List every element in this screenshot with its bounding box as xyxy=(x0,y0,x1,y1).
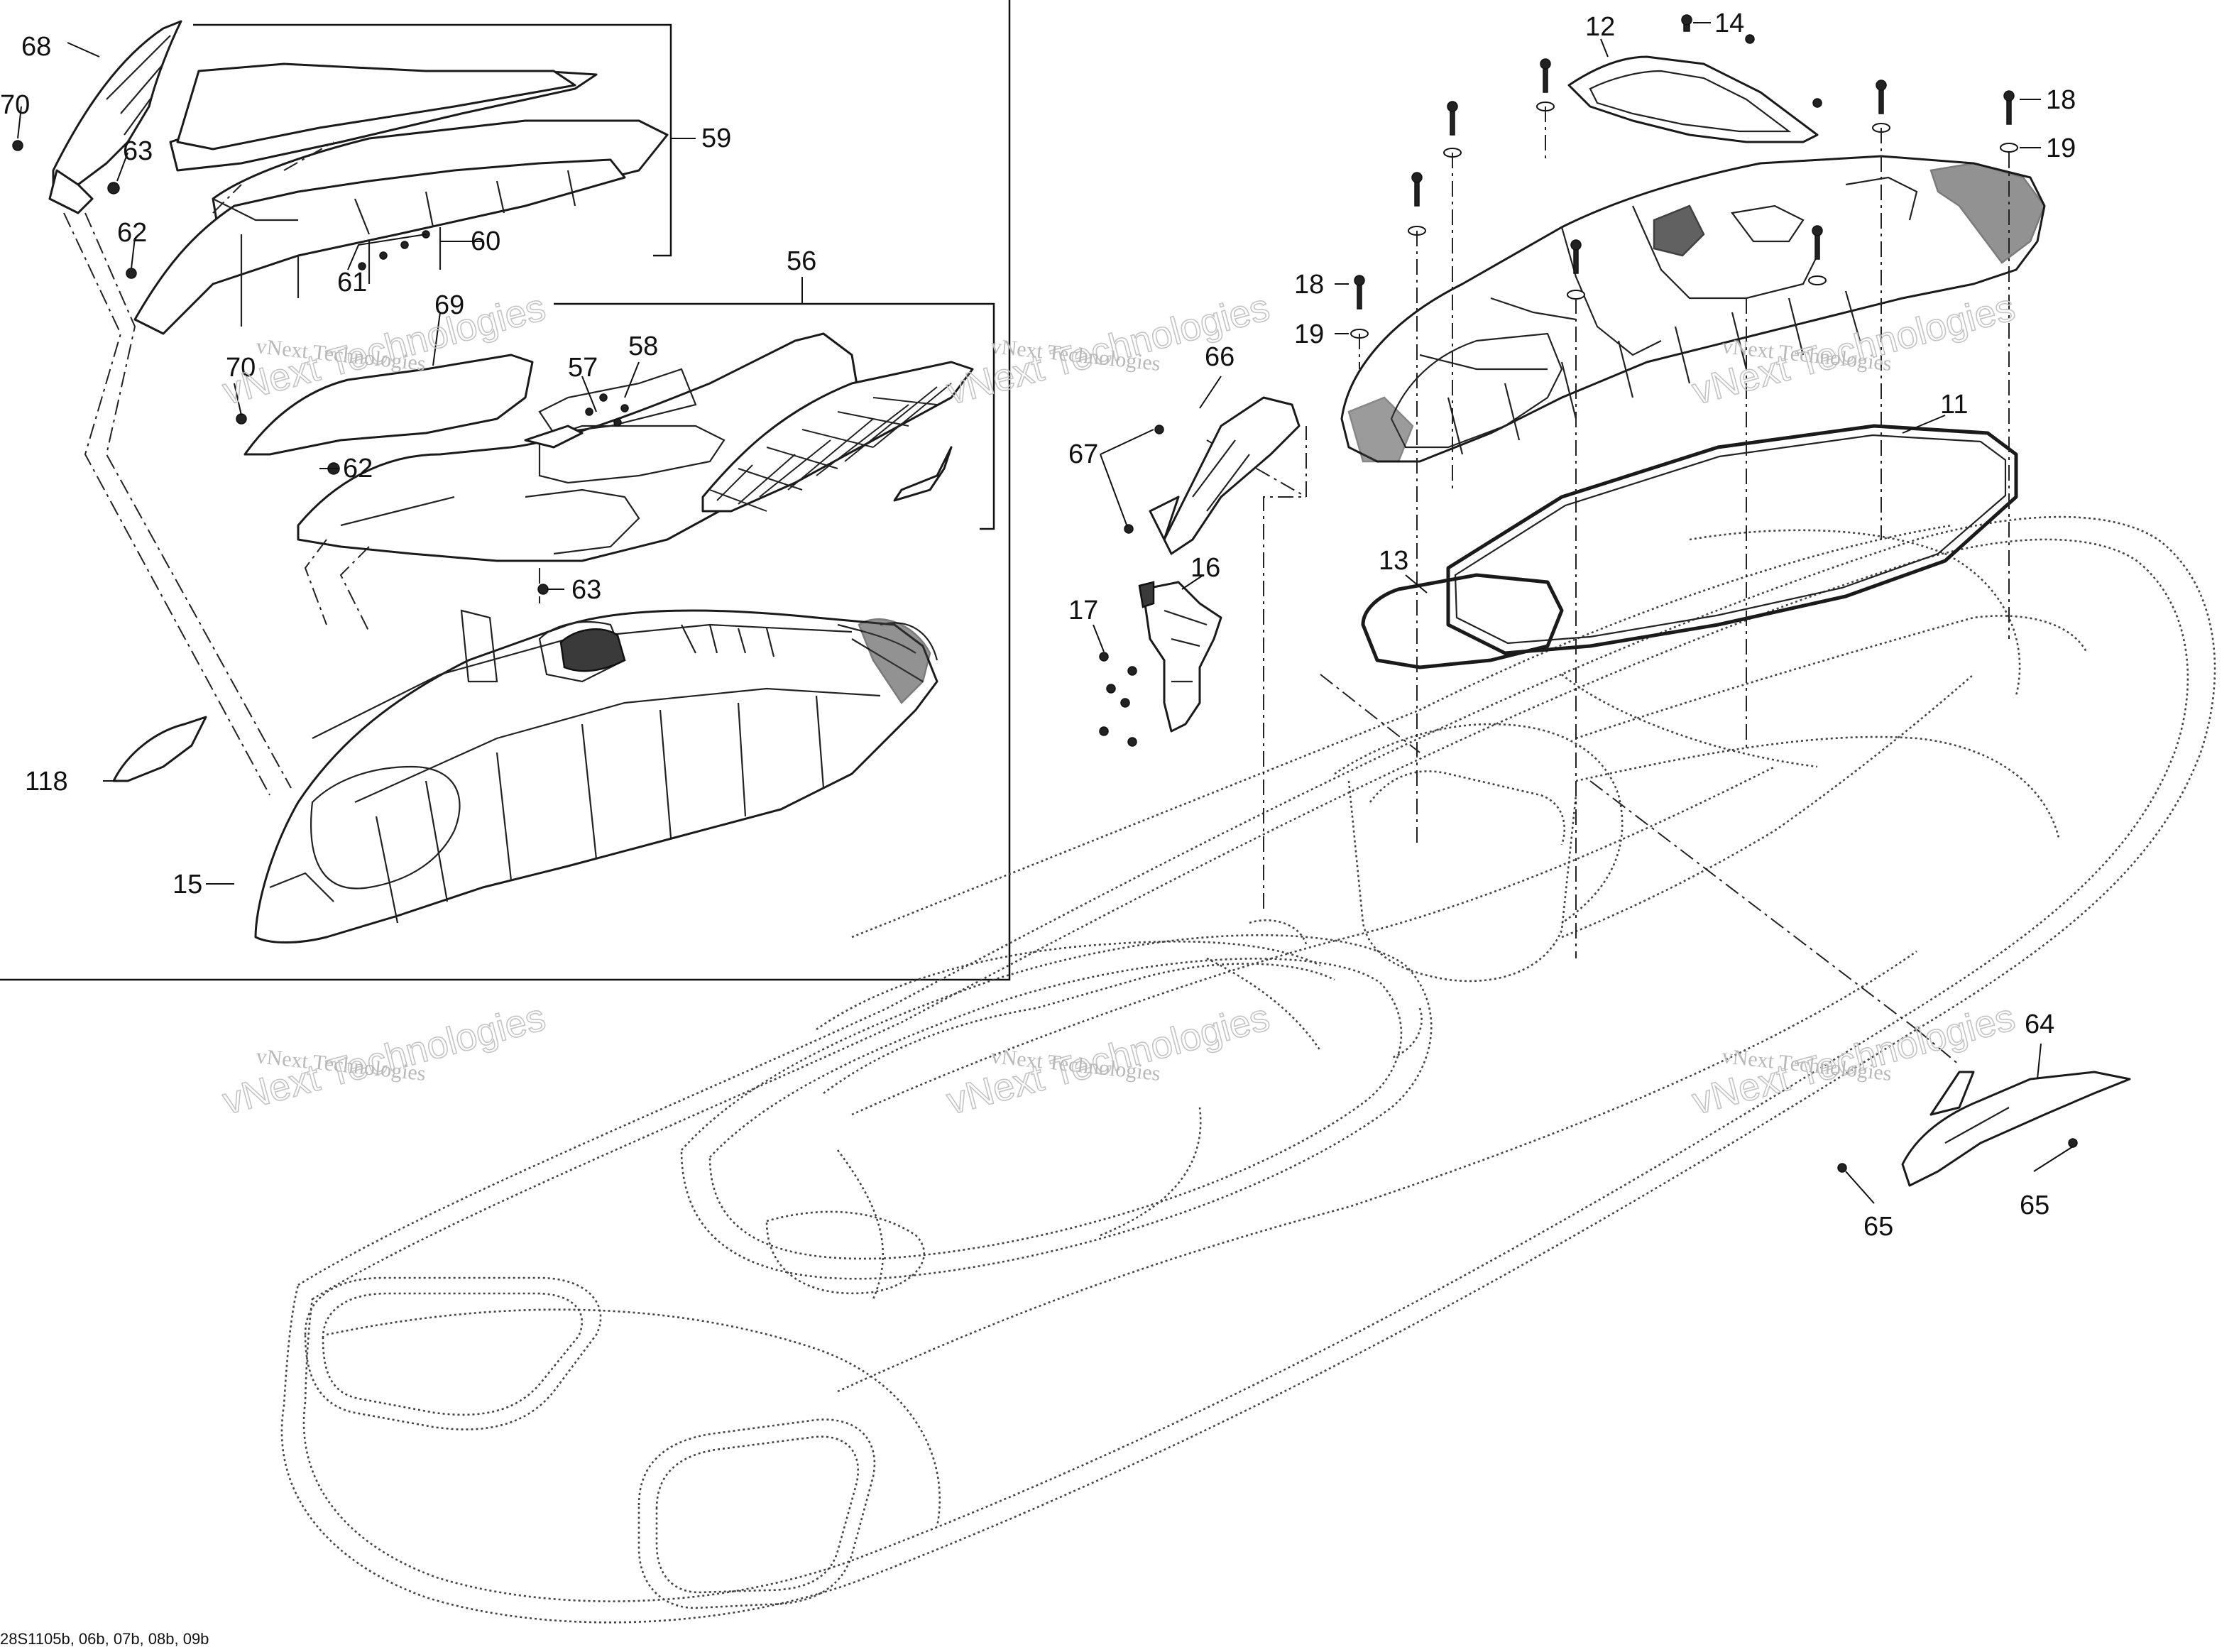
watermark-6: vNext Technologies vNext Technologies xyxy=(1687,995,2020,1123)
fasteners-65 xyxy=(1837,1138,2078,1173)
storage-bin-15 xyxy=(254,609,938,943)
callout-118: 118 xyxy=(25,767,68,797)
upper-trim-59 xyxy=(133,62,669,335)
callout-57: 57 xyxy=(568,353,598,383)
assembly-lines-left xyxy=(63,141,540,796)
callout-labels: 68 70 63 62 61 60 59 56 69 58 57 70 62 6… xyxy=(0,9,2076,1242)
washer-19-top xyxy=(2000,143,2018,153)
gasket-13 xyxy=(1361,573,1564,669)
callout-64: 64 xyxy=(2025,1010,2054,1039)
bracket-16 xyxy=(1138,581,1222,733)
bolt-18-top xyxy=(2003,90,2015,125)
cover-panel-69 xyxy=(243,354,534,456)
callout-67: 67 xyxy=(1068,439,1098,469)
callout-56: 56 xyxy=(787,246,816,276)
bolt-d xyxy=(1567,239,1585,300)
callout-17: 17 xyxy=(1068,596,1098,625)
fasteners-left xyxy=(12,140,629,595)
callout-19-top: 19 xyxy=(2046,133,2076,163)
callout-70-b: 70 xyxy=(226,353,256,383)
storage-bin-mount xyxy=(858,618,931,704)
watermark-4: vNext Technologies vNext Technologies xyxy=(218,995,550,1123)
callout-19-left: 19 xyxy=(1294,319,1324,349)
gasket-11 xyxy=(1446,424,2018,655)
callout-12: 12 xyxy=(1585,12,1615,42)
upper-bin-frame xyxy=(1340,155,2046,463)
callout-59: 59 xyxy=(701,124,731,153)
callout-13: 13 xyxy=(1379,546,1408,576)
callout-18-top: 18 xyxy=(2046,85,2076,115)
callout-14: 14 xyxy=(1714,9,1744,38)
callout-62: 62 xyxy=(117,218,147,248)
callout-60: 60 xyxy=(471,226,500,256)
bolt-f xyxy=(1808,225,1827,285)
bolt-b xyxy=(1443,101,1462,158)
leader-lines xyxy=(17,22,2074,1204)
callout-63-b: 63 xyxy=(571,575,601,605)
callout-62-b: 62 xyxy=(343,454,373,483)
fasteners-17 xyxy=(1099,652,1137,747)
bolt-14 xyxy=(1681,14,1692,32)
callout-70: 70 xyxy=(0,90,30,120)
bolt-a xyxy=(1536,58,1555,111)
document-reference: 28S1105b, 06b, 07b, 08b, 09b xyxy=(0,1630,209,1648)
callout-11: 11 xyxy=(1940,390,1968,420)
callout-63: 63 xyxy=(123,136,153,166)
footwell-panel-64 xyxy=(1901,1071,2131,1187)
inset-frame xyxy=(0,0,1011,981)
watermark-5: vNext Technologies vNext Technologies xyxy=(942,995,1274,1123)
hull-body xyxy=(280,515,2216,1624)
callout-66: 66 xyxy=(1205,342,1235,372)
callout-68: 68 xyxy=(21,32,51,62)
bolt-e xyxy=(1872,80,1890,133)
callout-65-right: 65 xyxy=(2020,1191,2049,1220)
side-shroud-56 xyxy=(297,332,974,562)
trim-panel-66 xyxy=(1149,396,1301,555)
callout-58: 58 xyxy=(628,332,658,361)
callout-18-left: 18 xyxy=(1294,270,1324,300)
access-cover-118 xyxy=(112,716,207,782)
side-panel-68 xyxy=(48,20,182,214)
assembly-lines-right xyxy=(1206,106,2010,1066)
hatch-lid-12 xyxy=(1567,55,1819,143)
bolt-18-left xyxy=(1354,275,1365,310)
callout-69: 69 xyxy=(434,290,464,320)
fasteners-right xyxy=(1350,14,2018,339)
callout-15: 15 xyxy=(173,870,202,899)
callout-65-left: 65 xyxy=(1863,1212,1893,1242)
callout-16: 16 xyxy=(1190,553,1220,583)
callout-61: 61 xyxy=(337,268,367,297)
bolt-c xyxy=(1408,172,1426,236)
